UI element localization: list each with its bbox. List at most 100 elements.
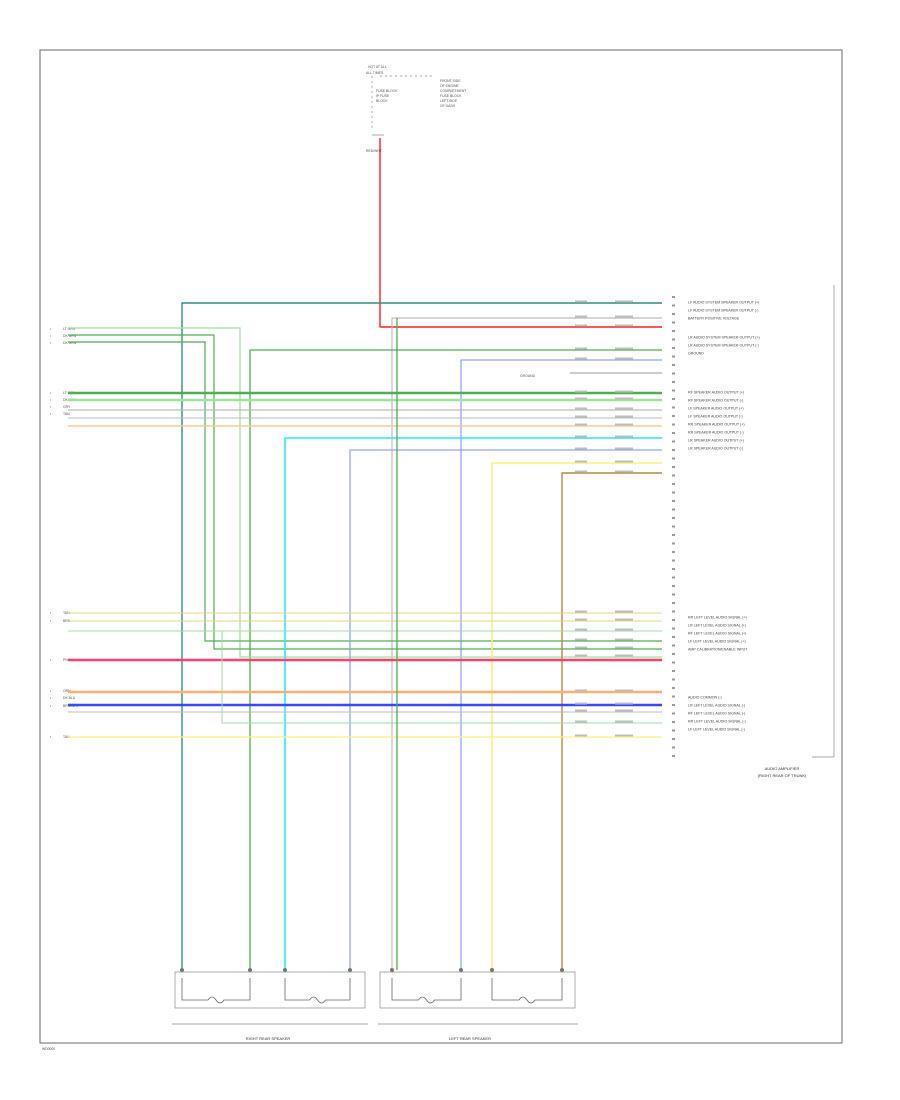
- speaker-caption: LEFT REAR SPEAKER: [449, 1036, 491, 1041]
- circuit-tag: [615, 638, 633, 641]
- speaker-left-rear: LEFT REAR SPEAKER: [378, 971, 578, 1041]
- module-pin-dot: [672, 449, 675, 451]
- fuse-note: FUSE BLOCK: [440, 94, 462, 98]
- circuit-tag: [615, 689, 633, 692]
- module-pin-label: BATTERY POSITIVE VOLTAGE: [688, 317, 740, 321]
- circuit-tag: [615, 720, 633, 723]
- module-pin-dot: [672, 491, 675, 494]
- circuit-tag: [575, 407, 587, 410]
- left-connector-pin: •: [50, 391, 52, 395]
- fuse-block: HOT AT ALL ALL TIMES FUSE BLOCK IP FUSE …: [366, 65, 466, 153]
- wire-lt-grn-1: [68, 327, 662, 658]
- circuit-tag: [615, 324, 633, 327]
- module-pin-label: RF SPEAKER AUDIO OUTPUT (-): [688, 399, 743, 403]
- circuit-tag: [615, 357, 633, 360]
- module-pin-label: RR LEFT LEVEL AUDIO SIGNAL (-): [688, 720, 746, 724]
- module-pin-dot: [672, 551, 675, 553]
- module-pin-dot: [672, 619, 675, 621]
- left-wire-tag: LT GRN: [63, 327, 76, 331]
- circuit-tag: [615, 415, 633, 418]
- circuit-tag: [615, 628, 633, 631]
- module-pin-dot: [672, 738, 675, 740]
- module-pin-dot: [672, 593, 675, 596]
- module-pin-dot: [672, 398, 675, 400]
- speaker-coil: [491, 978, 563, 1004]
- speaker-caption: RIGHT REAR SPEAKER: [246, 1036, 291, 1041]
- module-pin-dot: [672, 712, 675, 715]
- circuit-tag: [575, 423, 587, 426]
- module-pin-label: LF LEFT LEVEL AUDIO SIGNAL (-): [688, 728, 745, 732]
- left-wire-tag: PNK: [63, 658, 71, 662]
- left-wire-tag: ORN: [63, 689, 71, 693]
- fuse-block-line: FUSE BLOCK: [376, 89, 398, 93]
- fuse-note: OF ENGINE: [440, 84, 459, 88]
- circuit-tag: [615, 447, 633, 450]
- module-pin-dot: [672, 678, 675, 681]
- left-wire-tag: TAN: [63, 735, 70, 739]
- wire-lr-out-plus: [349, 449, 662, 970]
- module-pin-dot: [672, 355, 675, 358]
- speaker-terminal: [348, 968, 352, 972]
- corner-code: WD0000: [42, 1047, 55, 1051]
- circuit-tag: [575, 415, 587, 418]
- module-pin-dot: [672, 423, 675, 426]
- wire-lr-out-minus-2: [561, 472, 662, 970]
- wire-lr-output-minus: [460, 359, 662, 970]
- fuse-note: LEFT SIDE: [440, 99, 458, 103]
- module-pin-dot: [672, 704, 675, 706]
- circuit-tag: [575, 610, 587, 613]
- left-connector-pin: •: [50, 658, 52, 662]
- circuit-tag: [615, 315, 633, 318]
- left-wire-tag: GRY: [63, 405, 71, 409]
- circuit-tag: [575, 709, 587, 712]
- module-pin-label: AMP CALIBRATION/ENABLE INPUT: [688, 648, 748, 652]
- module-subtitle: (RIGHT REAR OF TRUNK): [758, 773, 807, 778]
- module-pin-dot: [672, 296, 675, 298]
- circuit-tag: [615, 300, 633, 303]
- module-pin-dot: [672, 670, 675, 672]
- left-wire-tag: BRN: [63, 619, 71, 623]
- module-pin-dot: [672, 729, 675, 732]
- circuit-tag: [575, 447, 587, 450]
- module-pin-dot: [672, 568, 675, 570]
- wire-rr-signal-minus: [221, 631, 662, 724]
- module-pin-label: LF AUDIO SYSTEM SPEAKER OUTPUT (-): [688, 309, 758, 313]
- module-pin-dot: [672, 687, 675, 689]
- module-pin-dot: [672, 500, 675, 502]
- speaker-coil: [391, 978, 462, 1004]
- module-pin-dot: [672, 313, 675, 315]
- module-pin-label: LR AUDIO SYSTEM SPEAKER OUTPUT (+): [688, 336, 760, 340]
- module-pin-dot: [672, 542, 675, 545]
- wire-dk-grn-1: [68, 334, 662, 650]
- module-pin-label: RR SPEAKER AUDIO OUTPUT (-): [688, 431, 744, 435]
- module-pin-dot: [672, 644, 675, 647]
- module-pin-dot: [672, 746, 675, 749]
- module-pin-label: LR AUDIO SYSTEM SPEAKER OUTPUT (-): [688, 344, 759, 348]
- circuit-tag: [575, 347, 587, 350]
- module-pin-label: RF LEFT LEVEL AUDIO SIGNAL (+): [688, 632, 746, 636]
- circuit-tag: [615, 423, 633, 426]
- left-connector-pin: •: [50, 334, 52, 338]
- left-connector-pin: •: [50, 412, 52, 416]
- circuit-tag: [575, 734, 587, 737]
- left-connector-pin: •: [50, 735, 52, 739]
- circuit-tag: [575, 720, 587, 723]
- module-pin-dot: [672, 517, 675, 519]
- speaker-terminal: [490, 968, 494, 972]
- circuit-tag: [575, 654, 587, 657]
- left-connector-pin: •: [50, 398, 52, 402]
- fuse-block-line: ALL TIMES: [366, 71, 384, 75]
- module-pin-dot: [672, 432, 675, 434]
- ground-label: GROUND: [520, 374, 536, 378]
- speaker-terminal: [459, 968, 463, 972]
- speaker-housing: [379, 971, 576, 1009]
- left-wire-tag: DK GRN: [63, 334, 77, 338]
- module-pin-label: LR LEFT LEVEL AUDIO SIGNAL (-): [688, 704, 745, 708]
- module-pin-dot: [672, 661, 675, 664]
- circuit-tag: [615, 435, 633, 438]
- module-pin-dot: [672, 483, 675, 485]
- circuit-tag: [575, 646, 587, 649]
- circuit-tag: [615, 734, 633, 737]
- wire-harness: [68, 138, 662, 970]
